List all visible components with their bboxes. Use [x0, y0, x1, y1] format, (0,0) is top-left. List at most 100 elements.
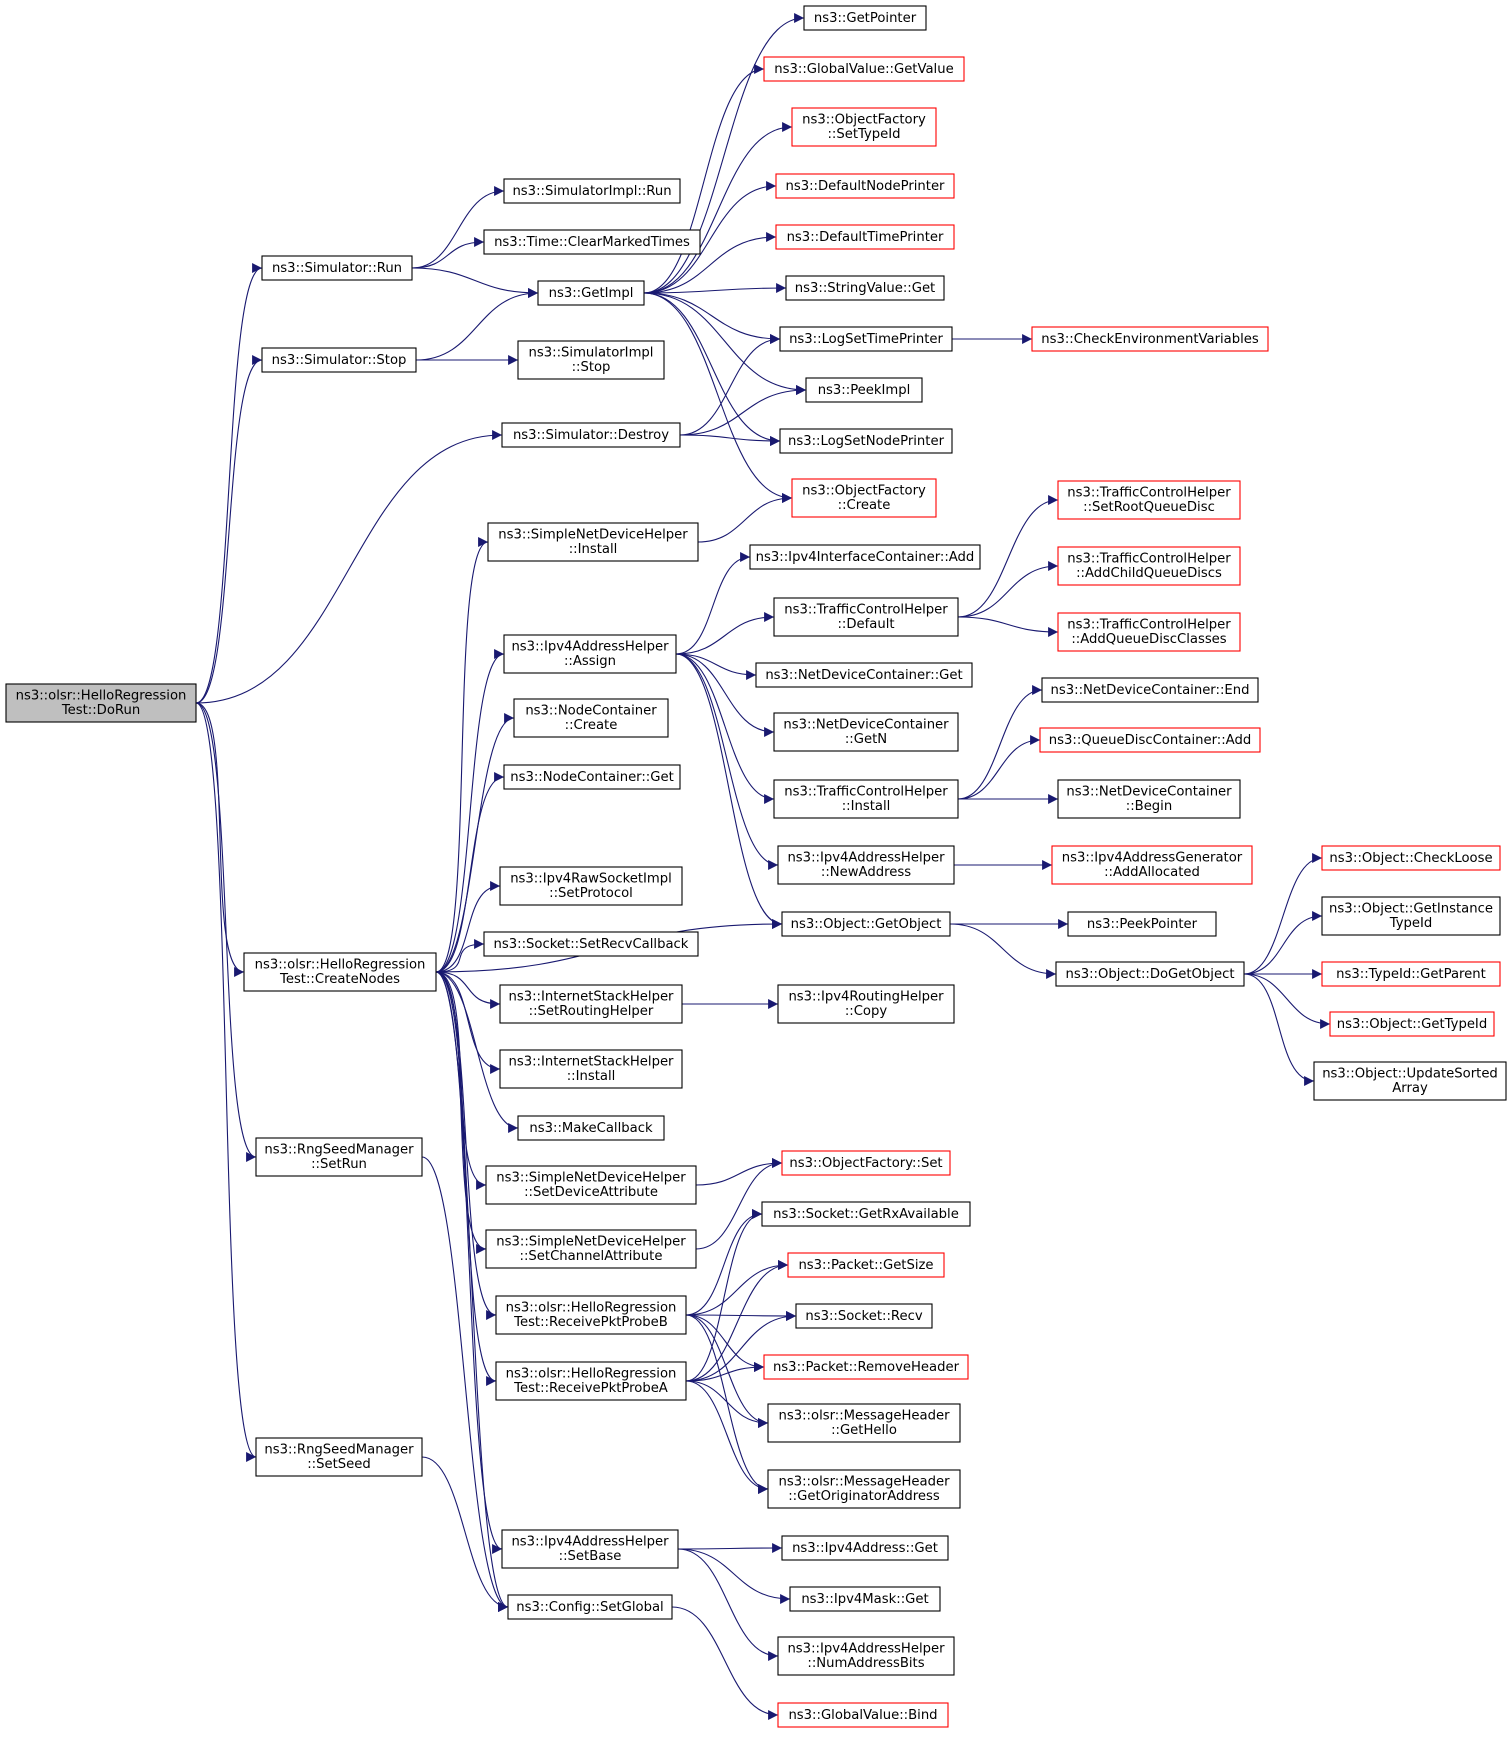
- node-recvA[interactable]: ns3::olsr::HelloRegressionTest::ReceiveP…: [495, 1361, 687, 1401]
- edge-obj_getobject-to-obj_dogetobject: [949, 923, 1057, 979]
- node-box: [781, 1150, 951, 1176]
- node-mh_getorig[interactable]: ns3::olsr::MessageHeader::GetOriginatorA…: [767, 1469, 961, 1509]
- node-sock_getrx[interactable]: ns3::Socket::GetRxAvailable: [761, 1201, 971, 1227]
- node-label: ns3::Socket::Recv: [805, 1309, 922, 1324]
- node-sndh_setchanattr[interactable]: ns3::SimpleNetDeviceHelper::SetChannelAt…: [485, 1229, 697, 1269]
- node-box: [775, 224, 955, 250]
- node-ipv4mask_get[interactable]: ns3::Ipv4Mask::Get: [789, 1586, 941, 1612]
- node-of_settypeid[interactable]: ns3::ObjectFactory::SetTypeId: [791, 107, 937, 147]
- edge-obj_dogetobject-to-obj_updatesorted: [1243, 973, 1315, 1086]
- edge-createnodes-to-sndh_setdevattr: [435, 971, 487, 1190]
- node-obj_checkloose[interactable]: ns3::Object::CheckLoose: [1321, 845, 1501, 871]
- edge-tch_install-to-qdc_add: [957, 735, 1041, 800]
- node-peekpointer[interactable]: ns3::PeekPointer: [1067, 911, 1217, 937]
- node-rawsock_setproto[interactable]: ns3::Ipv4RawSocketImpl::SetProtocol: [499, 866, 683, 906]
- node-box: [773, 779, 959, 819]
- node-sndh_setdevattr[interactable]: ns3::SimpleNetDeviceHelper::SetDeviceAtt…: [485, 1165, 697, 1205]
- node-ndc_begin[interactable]: ns3::NetDeviceContainer::Begin: [1057, 779, 1241, 819]
- node-ipv4addr_assign[interactable]: ns3::Ipv4AddressHelper::Assign: [503, 634, 677, 674]
- node-sim_destroy[interactable]: ns3::Simulator::Destroy: [501, 422, 681, 448]
- node-box: [1031, 326, 1269, 352]
- node-checkenv[interactable]: ns3::CheckEnvironmentVariables: [1031, 326, 1269, 352]
- node-config_setglobal[interactable]: ns3::Config::SetGlobal: [507, 1594, 673, 1620]
- node-of_set[interactable]: ns3::ObjectFactory::Set: [781, 1150, 951, 1176]
- node-sim_stop[interactable]: ns3::Simulator::Stop: [261, 347, 417, 373]
- node-label: ::Assign: [564, 654, 616, 669]
- node-logsetnode[interactable]: ns3::LogSetNodePrinter: [779, 428, 953, 454]
- node-sock_setrecvcb[interactable]: ns3::Socket::SetRecvCallback: [483, 931, 699, 957]
- node-getpointer[interactable]: ns3::GetPointer: [803, 5, 927, 31]
- node-tch_setroot[interactable]: ns3::TrafficControlHelper::SetRootQueueD…: [1057, 480, 1241, 520]
- node-sock_recv[interactable]: ns3::Socket::Recv: [795, 1303, 933, 1329]
- node-box: [1321, 845, 1501, 871]
- node-pkt_getsize[interactable]: ns3::Packet::GetSize: [787, 1252, 945, 1278]
- node-nc_create[interactable]: ns3::NodeContainer::Create: [513, 698, 669, 738]
- node-ndc_get[interactable]: ns3::NetDeviceContainer::Get: [755, 662, 973, 688]
- node-deftimeprinter[interactable]: ns3::DefaultTimePrinter: [775, 224, 955, 250]
- node-rng_setseed[interactable]: ns3::RngSeedManager::SetSeed: [255, 1437, 423, 1477]
- node-typeid_getparent[interactable]: ns3::TypeId::GetParent: [1321, 961, 1501, 987]
- node-recvB[interactable]: ns3::olsr::HelloRegressionTest::ReceiveP…: [495, 1295, 687, 1335]
- node-box: [513, 698, 669, 738]
- node-gv_bind[interactable]: ns3::GlobalValue::Bind: [777, 1702, 949, 1728]
- node-box: [773, 712, 959, 752]
- node-label: ::SetRootQueueDisc: [1083, 500, 1215, 515]
- node-gv_getvalue[interactable]: ns3::GlobalValue::GetValue: [763, 56, 965, 82]
- node-box: [805, 377, 923, 403]
- node-makecallback[interactable]: ns3::MakeCallback: [517, 1115, 665, 1141]
- node-getimpl[interactable]: ns3::GetImpl: [537, 280, 645, 306]
- node-ipv4gen_addalloc[interactable]: ns3::Ipv4AddressGenerator::AddAllocated: [1051, 845, 1253, 885]
- node-rng_setrun[interactable]: ns3::RngSeedManager::SetRun: [255, 1137, 423, 1177]
- edge-ipv4addr_setbase-to-ipv4address_get: [677, 1543, 783, 1553]
- node-label: ns3::Object::UpdateSorted: [1322, 1067, 1498, 1082]
- node-tch_addchild[interactable]: ns3::TrafficControlHelper::AddChildQueue…: [1057, 546, 1241, 586]
- node-logsettime[interactable]: ns3::LogSetTimePrinter: [779, 326, 953, 352]
- node-mh_gethello[interactable]: ns3::olsr::MessageHeader::GetHello: [767, 1403, 961, 1443]
- node-tch_addclasses[interactable]: ns3::TrafficControlHelper::AddQueueDiscC…: [1057, 612, 1241, 652]
- node-label: ns3::LogSetNodePrinter: [788, 434, 945, 449]
- node-label: ns3::olsr::MessageHeader: [779, 1409, 951, 1424]
- node-label: ::Copy: [845, 1004, 888, 1019]
- node-box: [485, 1165, 697, 1205]
- node-simimpl_run[interactable]: ns3::SimulatorImpl::Run: [503, 178, 681, 204]
- node-ish_install[interactable]: ns3::InternetStackHelper::Install: [499, 1049, 683, 1089]
- node-label: ns3::GlobalValue::GetValue: [774, 62, 953, 77]
- node-sim_run[interactable]: ns3::Simulator::Run: [261, 255, 413, 281]
- node-obj_getobject[interactable]: ns3::Object::GetObject: [781, 911, 951, 937]
- node-ndc_end[interactable]: ns3::NetDeviceContainer::End: [1041, 677, 1259, 703]
- edge-ipv4addr_assign-to-ipv4ic_add: [675, 552, 751, 655]
- node-clearmarked[interactable]: ns3::Time::ClearMarkedTimes: [483, 229, 701, 255]
- node-stringvalue_get[interactable]: ns3::StringValue::Get: [785, 275, 945, 301]
- node-peekimpl[interactable]: ns3::PeekImpl: [805, 377, 923, 403]
- node-ipv4addr_numbits[interactable]: ns3::Ipv4AddressHelper::NumAddressBits: [777, 1636, 955, 1676]
- node-nc_get[interactable]: ns3::NodeContainer::Get: [503, 764, 681, 790]
- node-tch_default[interactable]: ns3::TrafficControlHelper::Default: [773, 597, 959, 637]
- node-ipv4rh_copy[interactable]: ns3::Ipv4RoutingHelper::Copy: [777, 984, 955, 1024]
- node-ipv4address_get[interactable]: ns3::Ipv4Address::Get: [781, 1535, 949, 1561]
- node-label: Test::CreateNodes: [279, 972, 400, 987]
- node-tch_install[interactable]: ns3::TrafficControlHelper::Install: [773, 779, 959, 819]
- node-ipv4addr_newaddr[interactable]: ns3::Ipv4AddressHelper::NewAddress: [777, 845, 955, 885]
- edge-createnodes-to-ish_install: [435, 971, 501, 1074]
- node-label: ::SetBase: [559, 1549, 622, 1564]
- node-createnodes[interactable]: ns3::olsr::HelloRegressionTest::CreateNo…: [243, 952, 437, 992]
- node-ipv4addr_setbase[interactable]: ns3::Ipv4AddressHelper::SetBase: [501, 1529, 679, 1569]
- node-obj_gettypeid[interactable]: ns3::Object::GetTypeId: [1329, 1011, 1495, 1037]
- node-simimpl_stop[interactable]: ns3::SimulatorImpl::Stop: [517, 340, 665, 380]
- node-obj_dogetobject[interactable]: ns3::Object::DoGetObject: [1055, 961, 1245, 987]
- edge-ipv4addr_assign-to-ndc_get: [675, 653, 757, 680]
- node-ipv4ic_add[interactable]: ns3::Ipv4InterfaceContainer::Add: [749, 544, 981, 570]
- node-of_create[interactable]: ns3::ObjectFactory::Create: [791, 478, 937, 518]
- node-box: [773, 597, 959, 637]
- node-sndh_install[interactable]: ns3::SimpleNetDeviceHelper::Install: [487, 522, 699, 562]
- node-ish_setrouting[interactable]: ns3::InternetStackHelper::SetRoutingHelp…: [499, 984, 683, 1024]
- node-label: Test::ReceivePktProbeB: [513, 1315, 668, 1330]
- node-pkt_removeheader[interactable]: ns3::Packet::RemoveHeader: [763, 1354, 969, 1380]
- node-defnodeprinter[interactable]: ns3::DefaultNodePrinter: [775, 173, 955, 199]
- node-box: [261, 347, 417, 373]
- node-ndc_getn[interactable]: ns3::NetDeviceContainer::GetN: [773, 712, 959, 752]
- node-qdc_add[interactable]: ns3::QueueDiscContainer::Add: [1039, 727, 1261, 753]
